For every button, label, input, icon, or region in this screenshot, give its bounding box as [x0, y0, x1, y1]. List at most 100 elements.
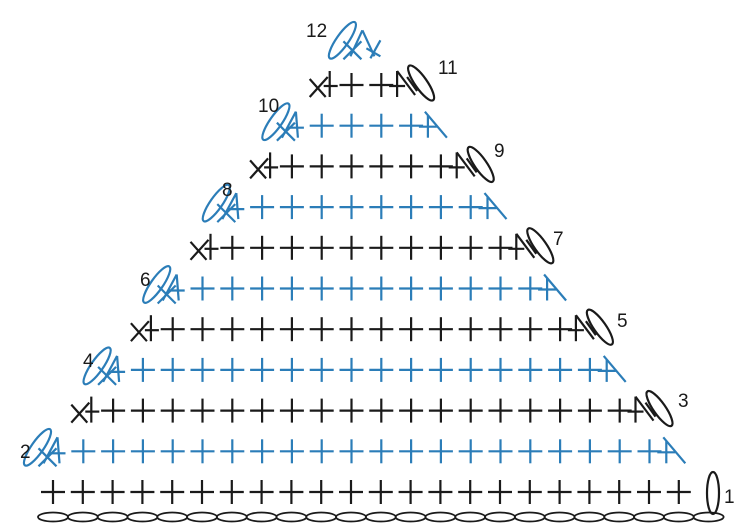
- decrease-stitch: [189, 233, 219, 261]
- row-label: 4: [83, 351, 94, 372]
- single-crochet-stitch: [309, 398, 334, 423]
- chain-stitch: [186, 511, 218, 523]
- single-crochet-stitch: [220, 398, 245, 423]
- single-crochet-stitch: [160, 439, 185, 464]
- single-crochet-stitch: [607, 480, 632, 504]
- decrease-stitch: [130, 315, 159, 342]
- single-crochet-stitch: [130, 480, 155, 504]
- single-crochet-stitch: [339, 480, 363, 504]
- single-crochet-stitch: [309, 235, 334, 260]
- chain-stitch: [245, 511, 278, 523]
- single-crochet-stitch: [70, 480, 95, 504]
- chain-stitch: [424, 511, 457, 523]
- single-crochet-stitch: [488, 357, 513, 382]
- single-crochet-stitch: [130, 357, 155, 382]
- single-crochet-stitch: [279, 235, 304, 260]
- single-crochet-stitch: [577, 439, 602, 464]
- turning-chain: [406, 64, 436, 102]
- single-crochet-stitch: [250, 195, 275, 220]
- row-label: 10: [258, 96, 279, 117]
- single-crochet-stitch: [309, 317, 334, 342]
- row-label: 2: [20, 442, 31, 463]
- single-crochet-stitch: [369, 154, 394, 179]
- single-crochet-stitch: [666, 480, 691, 504]
- single-crochet-stitch: [190, 317, 215, 342]
- chain-stitch: [454, 511, 487, 523]
- single-crochet-stitch: [160, 317, 185, 342]
- single-crochet-stitch: [279, 480, 304, 504]
- chain-stitch: [662, 511, 695, 523]
- single-crochet-stitch: [309, 439, 334, 464]
- single-crochet-stitch: [369, 357, 394, 382]
- turning-chain: [705, 470, 721, 516]
- chain-stitch: [513, 511, 546, 523]
- single-crochet-stitch: [577, 480, 602, 504]
- chain-stitch: [96, 511, 129, 523]
- single-crochet-stitch: [101, 398, 126, 423]
- row-label: 1: [724, 487, 735, 508]
- row-label: 12: [306, 21, 327, 42]
- single-crochet-stitch: [399, 317, 424, 342]
- single-crochet-stitch: [100, 480, 125, 504]
- single-crochet-stitch: [160, 480, 185, 504]
- chain-stitch: [394, 511, 427, 523]
- chain-stitch: [275, 511, 308, 523]
- chain-stitch: [603, 511, 636, 523]
- decrease-stitch: [538, 273, 567, 302]
- single-crochet-stitch: [249, 480, 274, 504]
- chain-stitch: [573, 511, 606, 523]
- single-crochet-stitch: [339, 276, 364, 301]
- turning-chain: [585, 308, 615, 346]
- single-crochet-stitch: [458, 317, 483, 342]
- single-crochet-stitch: [339, 357, 364, 382]
- single-crochet-stitch: [250, 398, 275, 423]
- single-crochet-stitch: [279, 398, 304, 423]
- decrease-stitch: [657, 436, 687, 465]
- single-crochet-stitch: [399, 357, 424, 382]
- single-crochet-stitch: [190, 357, 215, 382]
- stitch-layer: [22, 20, 725, 523]
- single-crochet-stitch: [488, 439, 513, 464]
- chain-stitch: [305, 511, 338, 523]
- decrease-stitch: [627, 395, 657, 423]
- single-crochet-stitch: [428, 276, 453, 301]
- single-crochet-stitch: [190, 439, 215, 464]
- single-crochet-stitch: [518, 398, 543, 423]
- single-crochet-stitch: [399, 154, 424, 179]
- single-crochet-stitch: [517, 480, 542, 504]
- single-crochet-stitch: [220, 439, 245, 464]
- decrease-stitch: [478, 192, 508, 220]
- single-crochet-stitch: [250, 317, 275, 342]
- single-crochet-stitch: [428, 235, 453, 260]
- single-crochet-stitch: [399, 439, 424, 464]
- row-label: 11: [438, 58, 458, 79]
- single-crochet-stitch: [548, 398, 573, 423]
- decrease-stitch: [349, 29, 382, 59]
- single-crochet-stitch: [368, 480, 393, 504]
- single-crochet-stitch: [399, 276, 424, 301]
- decrease-stitch: [448, 151, 478, 179]
- single-crochet-stitch: [41, 480, 65, 504]
- chain-stitch: [66, 511, 99, 523]
- turning-chain: [526, 227, 555, 265]
- chain-stitch: [37, 511, 69, 523]
- single-crochet-stitch: [309, 113, 334, 138]
- single-crochet-stitch: [309, 195, 334, 220]
- single-crochet-stitch: [428, 480, 453, 504]
- single-crochet-stitch: [369, 398, 394, 423]
- chain-stitch: [335, 511, 367, 523]
- chain-stitch: [126, 511, 159, 523]
- single-crochet-stitch: [220, 235, 245, 260]
- turning-chain: [327, 20, 358, 60]
- single-crochet-stitch: [607, 439, 632, 464]
- single-crochet-stitch: [458, 235, 483, 260]
- single-crochet-stitch: [279, 195, 304, 220]
- turning-chain: [645, 389, 674, 428]
- single-crochet-stitch: [190, 480, 214, 504]
- single-crochet-stitch: [339, 113, 364, 138]
- single-crochet-stitch: [279, 439, 304, 464]
- single-crochet-stitch: [250, 276, 275, 301]
- single-crochet-stitch: [369, 235, 394, 260]
